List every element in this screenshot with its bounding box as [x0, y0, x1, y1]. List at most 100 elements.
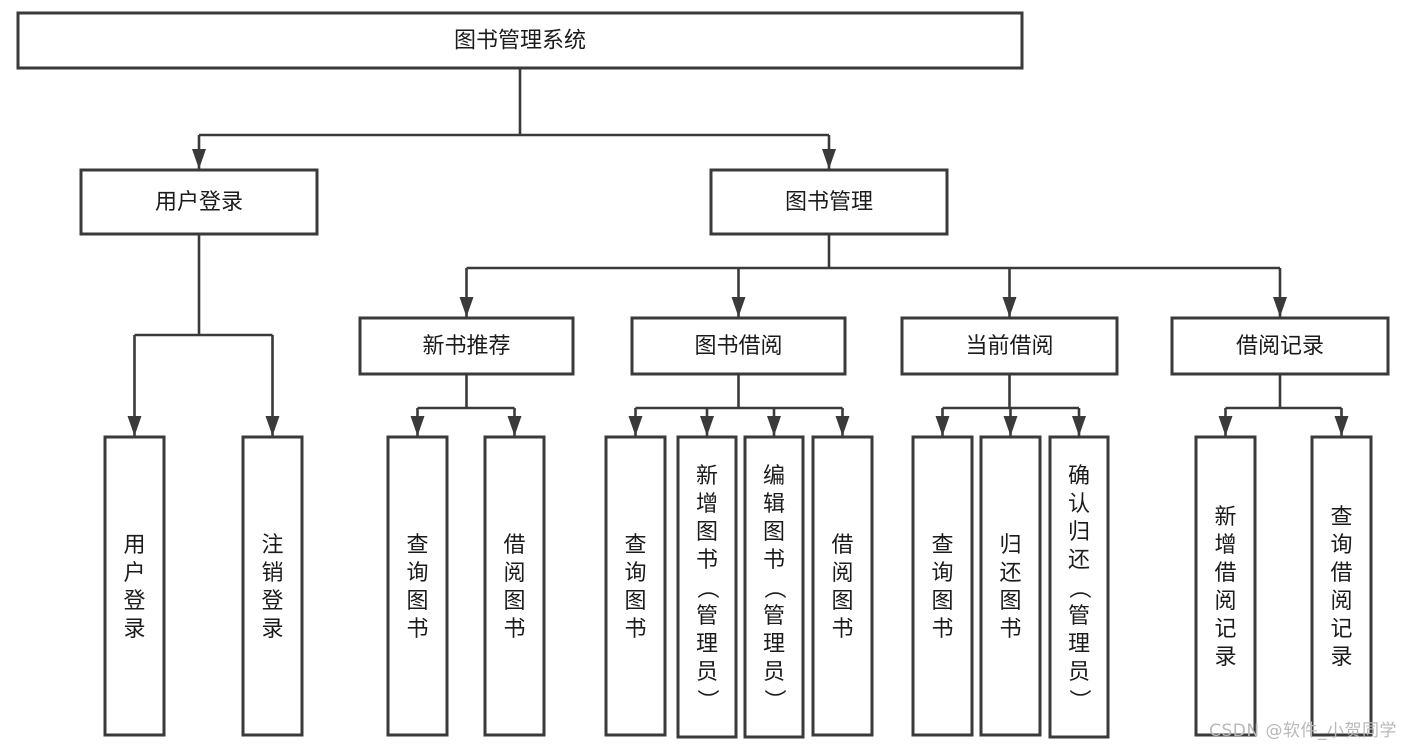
node-box-nbr-borrow-book: [483, 435, 546, 737]
node-label-user-login-do-char-1: 户: [123, 561, 145, 586]
book-borrow-arrow-0: [628, 416, 643, 436]
node-label-br-query-record-char-4: 记: [1330, 617, 1352, 642]
node-label-user-logout-char-0: 注: [261, 533, 283, 558]
node-label-bb-borrow-book-char-3: 书: [831, 617, 853, 642]
root-arrow-0: [192, 149, 206, 169]
book-manage-arrow-0: [459, 297, 474, 317]
node-label-root: 图书管理系统: [454, 29, 586, 54]
node-label-br-query-record-char-2: 借: [1330, 561, 1352, 586]
node-root[interactable]: 图书管理系统: [16, 11, 1024, 70]
node-label-br-query-record-char-1: 询: [1330, 533, 1352, 558]
node-label-bb-add-book-char-8: ）: [694, 689, 719, 711]
node-label-bb-add-book-char-4: （: [694, 577, 719, 599]
book-borrow-arrow-2: [767, 416, 781, 436]
node-box-bb-query-book: [604, 435, 667, 737]
node-box-bb-add-book: [676, 435, 738, 739]
node-label-new-book-recommend: 新书推荐: [422, 334, 510, 359]
node-new-book-recommend[interactable]: 新书推荐: [358, 316, 575, 376]
node-label-cb-confirm-return-char-2: 归: [1068, 520, 1090, 545]
node-label-br-add-record-char-1: 增: [1214, 533, 1236, 558]
user-login-arrow-1: [265, 416, 280, 436]
node-current-borrow[interactable]: 当前借阅: [900, 316, 1119, 376]
node-label-bb-edit-book-char-5: 管: [763, 604, 785, 629]
node-box-borrow-record: [1170, 316, 1390, 376]
book-manage-arrow-1: [731, 297, 746, 317]
node-label-br-add-record-char-2: 借: [1214, 561, 1236, 586]
node-label-br-add-record-char-0: 新: [1214, 505, 1236, 530]
node-label-bb-borrow-book-char-1: 阅: [831, 561, 853, 586]
node-label-user-login-do-char-0: 用: [123, 533, 145, 558]
node-label-bb-add-book-char-6: 理: [696, 632, 718, 657]
node-book-manage[interactable]: 图书管理: [709, 168, 949, 236]
node-label-bb-edit-book-char-7: 员: [763, 660, 785, 685]
node-box-book-manage: [709, 168, 949, 236]
node-label-br-add-record-char-5: 录: [1214, 645, 1236, 670]
node-label-br-query-record-char-3: 阅: [1330, 589, 1352, 614]
node-label-cb-return-book-char-1: 还: [999, 561, 1021, 586]
node-box-current-borrow: [900, 316, 1119, 376]
node-label-bb-edit-book-char-6: 理: [763, 632, 785, 657]
node-box-cb-return-book: [979, 435, 1042, 737]
node-boxes: 图书管理系统用户登录图书管理用户登录注销登录新书推荐查询图书借阅图书图书借阅查询…: [16, 11, 1390, 739]
node-label-bb-borrow-book-char-2: 图: [831, 589, 853, 614]
new-book-recommend-arrow-0: [410, 416, 425, 436]
node-label-bb-add-book-char-5: 管: [696, 604, 718, 629]
node-box-new-book-recommend: [358, 316, 575, 376]
node-label-nbr-query-book-char-2: 图: [406, 589, 428, 614]
node-borrow-record[interactable]: 借阅记录: [1170, 316, 1390, 376]
node-box-cb-query-book: [911, 435, 974, 737]
node-label-book-borrow: 图书借阅: [694, 334, 782, 359]
node-label-bb-borrow-book-char-0: 借: [831, 533, 853, 558]
node-user-login[interactable]: 用户登录: [79, 168, 319, 236]
node-label-cb-confirm-return-char-6: 理: [1068, 632, 1090, 657]
node-label-book-manage: 图书管理: [785, 190, 873, 215]
node-box-br-query-record: [1310, 435, 1373, 737]
node-label-nbr-query-book-char-1: 询: [406, 561, 428, 586]
node-label-user-login-do-char-2: 登: [123, 589, 145, 614]
node-label-borrow-record: 借阅记录: [1236, 334, 1324, 359]
node-label-cb-confirm-return-char-0: 确: [1068, 464, 1090, 489]
book-borrow-arrow-3: [835, 416, 850, 436]
node-box-root: [16, 11, 1024, 70]
node-label-nbr-borrow-book-char-0: 借: [503, 533, 525, 558]
node-label-nbr-borrow-book-char-3: 书: [503, 617, 525, 642]
root-arrow-1: [822, 149, 836, 169]
current-borrow-arrow-2: [1072, 416, 1086, 436]
node-book-borrow[interactable]: 图书借阅: [630, 316, 847, 376]
node-label-bb-edit-book-char-8: ）: [761, 689, 786, 711]
node-box-nbr-query-book: [386, 435, 449, 737]
new-book-recommend-arrow-1: [507, 416, 522, 436]
borrow-record-arrow-1: [1334, 416, 1349, 436]
current-borrow-arrow-0: [935, 416, 950, 436]
node-label-user-login: 用户登录: [155, 190, 243, 215]
node-user-login-do[interactable]: 用户登录: [103, 435, 166, 737]
node-label-nbr-borrow-book-char-1: 阅: [503, 561, 525, 586]
borrow-record-arrow-0: [1218, 416, 1233, 436]
book-borrow-arrow-1: [700, 416, 714, 436]
node-label-user-logout-char-1: 销: [261, 561, 283, 586]
node-label-cb-return-book-char-2: 图: [999, 589, 1021, 614]
node-box-br-add-record: [1194, 435, 1257, 737]
node-label-br-add-record-char-4: 记: [1214, 617, 1236, 642]
book-manage-arrow-3: [1273, 297, 1287, 317]
node-label-nbr-borrow-book-char-2: 图: [503, 589, 525, 614]
node-label-bb-add-book-char-3: 书: [696, 548, 718, 573]
node-label-bb-edit-book-char-1: 辑: [763, 492, 785, 517]
node-label-bb-edit-book-char-3: 书: [763, 548, 785, 573]
node-box-user-login-do: [103, 435, 166, 737]
node-label-br-query-record-char-5: 录: [1330, 645, 1352, 670]
node-label-bb-query-book-char-3: 书: [624, 617, 646, 642]
